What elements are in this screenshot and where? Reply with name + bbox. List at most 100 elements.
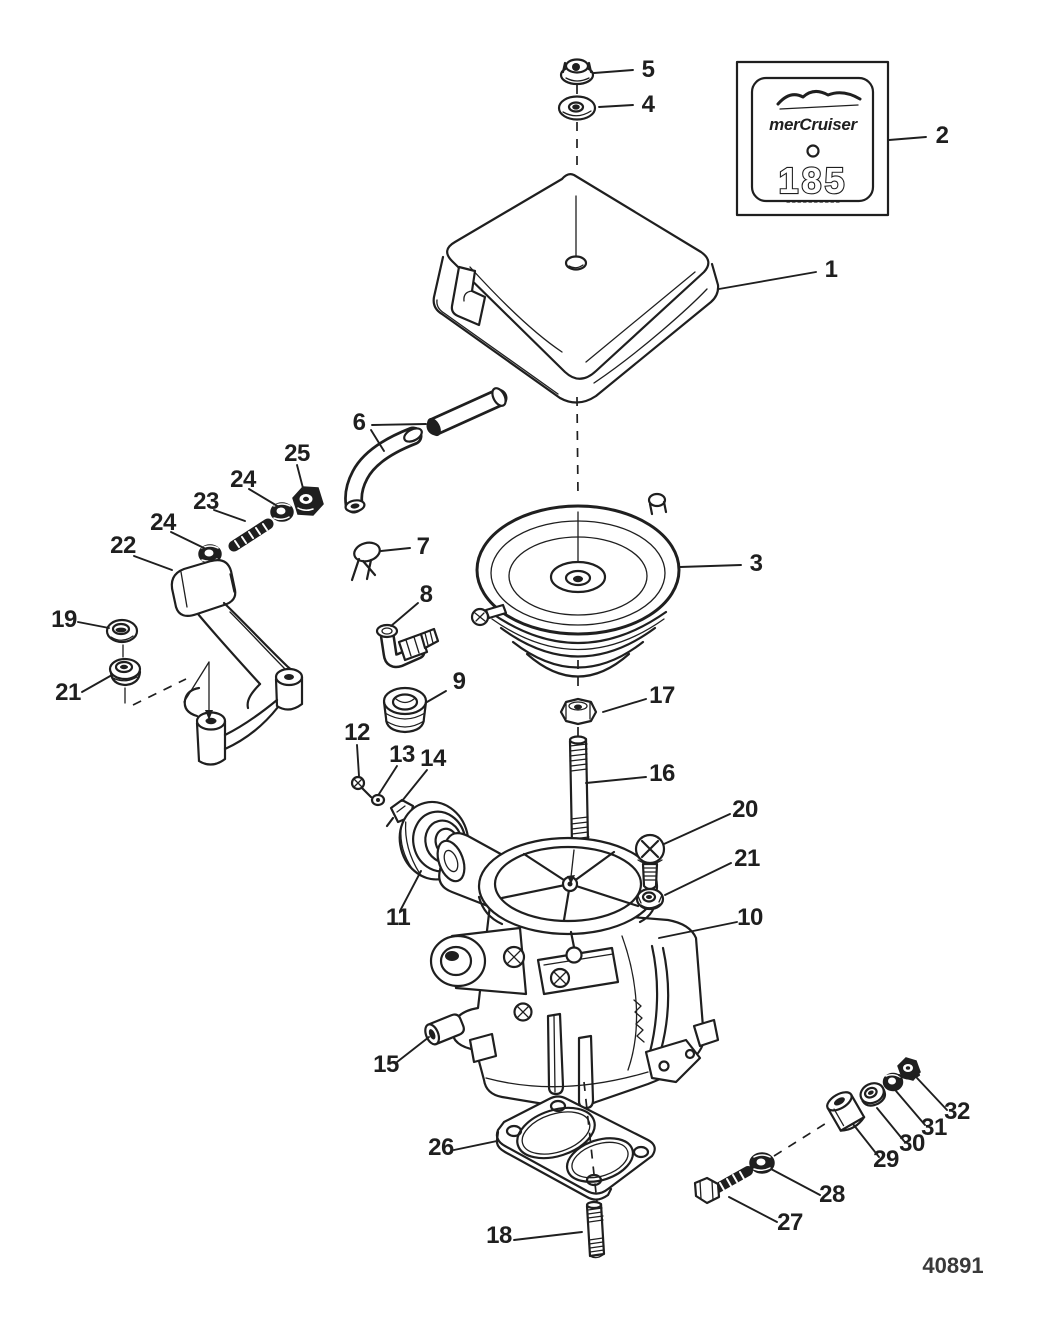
- part-6-hoses: [344, 387, 508, 514]
- part-27-bolt: [693, 1166, 753, 1205]
- carburetor-fuel-inlet: [429, 926, 528, 996]
- arrestor-side-screw: [470, 603, 508, 627]
- leader-26: [453, 1140, 498, 1151]
- leader-6a: [371, 423, 427, 426]
- part-4-washer: [557, 95, 597, 121]
- callout-10: 10: [737, 904, 763, 931]
- wave-logo-icon: [776, 90, 862, 106]
- part-8-elbow-fitting: [375, 623, 440, 669]
- leader-10: [658, 921, 738, 939]
- decal-dot-icon: [806, 144, 820, 158]
- callout-6: 6: [353, 409, 366, 436]
- leader-29: [852, 1123, 880, 1158]
- hardware-axis-dash: [773, 1121, 829, 1157]
- leader-5: [593, 69, 634, 74]
- leader-3: [679, 564, 742, 568]
- leader-24-lower: [170, 531, 207, 550]
- leader-20: [663, 813, 731, 845]
- leader-31: [895, 1090, 926, 1126]
- carburetor-center-details: [502, 930, 620, 1022]
- leader-9: [426, 690, 447, 703]
- leader-6b: [370, 429, 385, 452]
- callout-numbers: 5 4 2 1 6 25 24 23 24 22 3 7 19 8 21 9 1…: [51, 56, 970, 1249]
- part-26-gasket: [495, 1095, 656, 1201]
- leader-7: [380, 547, 411, 552]
- callout-20: 20: [732, 796, 758, 823]
- leader-14: [401, 769, 428, 802]
- part-28-washer: [749, 1152, 775, 1174]
- leader-12: [356, 744, 360, 777]
- part-18-stud: [585, 1200, 606, 1259]
- part-7-clamp: [350, 541, 381, 582]
- alignment-lines: [124, 661, 213, 720]
- leader-23: [213, 509, 246, 522]
- part-3-flame-arrestor: [470, 492, 681, 678]
- leader-18: [513, 1231, 583, 1241]
- part-20-screw: [634, 833, 666, 891]
- leader-32: [916, 1077, 948, 1111]
- leader-30: [876, 1107, 905, 1142]
- part-1-flame-arrestor-cover: [432, 173, 720, 404]
- part-23-stud: [228, 518, 274, 552]
- leader-21-right: [664, 862, 732, 896]
- callout-19: 19: [51, 606, 77, 633]
- drawing-number: 40891: [922, 1253, 983, 1278]
- decal-model-text: 185: [778, 160, 847, 201]
- part-25-nut: [292, 486, 324, 516]
- leader-2: [888, 136, 927, 141]
- callout-24-upper: 24: [230, 466, 257, 493]
- part-16-stud: [568, 735, 590, 847]
- callout-15: 15: [373, 1051, 399, 1078]
- leader-27: [728, 1196, 778, 1223]
- leader-13: [378, 765, 398, 795]
- leader-1: [718, 271, 817, 290]
- callout-21-right: 21: [734, 845, 760, 872]
- callout-9: 9: [453, 668, 466, 695]
- part-24-washer-upper: [270, 502, 294, 522]
- callout-5: 5: [642, 56, 655, 83]
- part-30-washer: [859, 1082, 887, 1107]
- callout-13: 13: [389, 741, 415, 768]
- leader-21-left: [81, 674, 113, 693]
- leader-28: [770, 1168, 821, 1196]
- leader-22: [133, 555, 173, 571]
- leader-24-upper: [248, 488, 280, 508]
- part-5-nut: [559, 58, 595, 86]
- part-32-nut: [897, 1057, 921, 1081]
- callout-4: 4: [642, 91, 656, 118]
- leader-lines: [77, 69, 948, 1241]
- callout-30: 30: [899, 1130, 925, 1157]
- part-31-washer: [882, 1072, 904, 1092]
- callout-21-left: 21: [55, 679, 81, 706]
- callout-27: 27: [777, 1209, 803, 1236]
- leader-19: [77, 621, 110, 629]
- arrestor-top-stub: [647, 492, 668, 516]
- callout-25: 25: [284, 440, 310, 467]
- part-9-cup: [382, 686, 428, 734]
- callout-31: 31: [921, 1114, 947, 1141]
- part-12-screw: [350, 775, 373, 799]
- callout-29: 29: [873, 1146, 899, 1173]
- callout-16: 16: [649, 760, 675, 787]
- part-19-grommet: [105, 618, 139, 644]
- leader-16: [585, 776, 647, 784]
- arrowhead-icon: [205, 710, 213, 720]
- leader-11: [399, 870, 422, 912]
- part-21-washer-right: [635, 887, 665, 911]
- callout-1: 1: [825, 256, 838, 283]
- callout-32: 32: [944, 1098, 970, 1125]
- callout-28: 28: [819, 1181, 845, 1208]
- carburetor-air-horn: [477, 836, 659, 936]
- leader-17: [602, 698, 647, 713]
- leader-8: [390, 602, 419, 627]
- leader-15: [396, 1036, 430, 1063]
- part-17-nut: [559, 697, 598, 726]
- callout-12: 12: [344, 719, 370, 746]
- callout-2: 2: [936, 122, 949, 149]
- carburetor-bottom-studs: [468, 1012, 720, 1110]
- callout-18: 18: [486, 1222, 512, 1249]
- callout-24-lower: 24: [150, 509, 177, 536]
- callout-23: 23: [193, 488, 219, 515]
- leader-4: [598, 104, 634, 108]
- callout-17: 17: [649, 682, 675, 709]
